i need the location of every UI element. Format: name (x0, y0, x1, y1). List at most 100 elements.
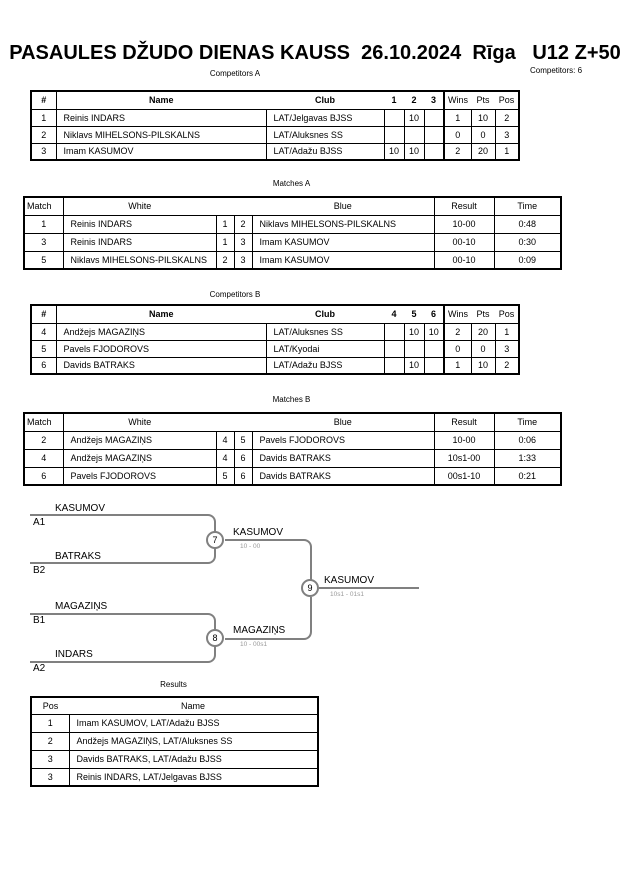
bracket-winner-9: KASUMOV (324, 575, 375, 586)
bracket-connector-winner7 (225, 539, 312, 580)
header-blue: Blue (252, 413, 434, 432)
table-row: 5 Pavels FJODOROVS LAT/Kyodai 0 0 3 (30, 339, 520, 358)
cell-name: Imam KASUMOV, LAT/Adažu BJSS (68, 713, 319, 733)
cell-blue-num: 6 (233, 448, 253, 468)
header-white: White (63, 413, 216, 432)
cell-pts: 20 (470, 322, 496, 341)
cell-r1 (383, 125, 405, 144)
match-circle-9: 9 (301, 579, 319, 597)
cell-club: LAT/Kyodai (265, 339, 385, 358)
cell-club: LAT/Aluksnes SS (265, 125, 385, 144)
cell-num: 5 (30, 339, 57, 358)
bracket-final-line (319, 587, 419, 589)
cell-white-num: 4 (215, 448, 235, 468)
bracket-connector-winner8 (225, 597, 312, 640)
table-row: 2 Andžejs MAGAZIŅS, LAT/Aluksnes SS (30, 731, 319, 751)
cell-num: 2 (30, 125, 57, 144)
cell-pos: 3 (494, 339, 520, 358)
results-table: Pos Name 1 Imam KASUMOV, LAT/Adažu BJSS … (30, 696, 319, 787)
cell-name: Davids BATRAKS (55, 356, 267, 375)
cell-pos: 2 (30, 731, 70, 751)
table-row: 1 Reinis INDARS 1 2 Niklavs MIHELSONS-PI… (23, 214, 562, 234)
cell-match: 4 (23, 448, 64, 468)
cell-num: 4 (30, 322, 57, 341)
cell-white-num: 2 (215, 250, 235, 270)
cell-blue-num: 3 (233, 232, 253, 252)
header-r3: 3 (424, 91, 444, 110)
cell-pos: 1 (30, 713, 70, 733)
page-title: PASAULES DŽUDO DIENAS KAUSS 26.10.2024 R… (9, 42, 621, 64)
bracket-player-a1: KASUMOV (55, 503, 106, 514)
cell-name: Andžejs MAGAZIŅS, LAT/Aluksnes SS (68, 731, 319, 751)
header-match: Match (24, 197, 64, 216)
cell-r3: 10 (423, 322, 445, 341)
cell-white: Andžejs MAGAZIŅS (62, 430, 217, 450)
cell-pos: 2 (494, 356, 520, 375)
cell-time: 0:30 (493, 232, 562, 252)
cell-result: 10-00 (433, 430, 495, 450)
cell-blue-num: 2 (233, 214, 253, 234)
cell-pos: 3 (30, 749, 70, 769)
header-r1: 1 (384, 91, 404, 110)
table-row: 3 Reinis INDARS, LAT/Jelgavas BJSS (30, 767, 319, 787)
header-wins: Wins (443, 91, 471, 110)
bracket-score-7: 10 - 00 (240, 543, 261, 550)
table-row: 3 Imam KASUMOV LAT/Adažu BJSS 10 10 2 20… (30, 142, 520, 161)
header-pts: Pts (471, 91, 495, 110)
cell-blue: Pavels FJODOROVS (251, 430, 435, 450)
table-row: 4 Andžejs MAGAZIŅS 4 6 Davids BATRAKS 10… (23, 448, 562, 468)
cell-result: 00s1-10 (433, 466, 495, 486)
competitors-count: Competitors: 6 (530, 66, 583, 75)
table-header-row: # Name Club 4 5 6 Wins Pts Pos (31, 305, 519, 324)
table-header-row: Match White Blue Result Time (24, 197, 561, 216)
cell-pos: 2 (494, 108, 520, 127)
cell-pos: 3 (30, 767, 70, 787)
cell-blue-num: 5 (233, 430, 253, 450)
cell-pts: 0 (470, 125, 496, 144)
cell-r1 (383, 108, 405, 127)
header-result: Result (433, 413, 495, 432)
matches-a-table: Match White Blue Result Time 1 Reinis IN… (23, 196, 562, 270)
bracket-seed-a1: A1 (33, 517, 46, 528)
header-num: # (31, 305, 57, 324)
cell-r2: 10 (403, 356, 425, 375)
cell-r2: 10 (403, 322, 425, 341)
header-name: Name (69, 697, 318, 715)
matches-a-label: Matches A (272, 179, 311, 188)
cell-r1 (383, 356, 405, 375)
cell-result: 00-10 (433, 232, 495, 252)
table-row: 1 Imam KASUMOV, LAT/Adažu BJSS (30, 713, 319, 733)
cell-result: 10-00 (433, 214, 495, 234)
cell-white: Niklavs MIHELSONS-PILSKALNS (62, 250, 217, 270)
cell-white: Andžejs MAGAZIŅS (62, 448, 217, 468)
bracket-score-9: 10s1 - 01s1 (330, 591, 364, 598)
table-row: 3 Davids BATRAKS, LAT/Adažu BJSS (30, 749, 319, 769)
bracket-winner-7: KASUMOV (233, 527, 284, 538)
cell-num: 1 (30, 108, 57, 127)
match-circle-7: 7 (206, 531, 224, 549)
table-header-row: Match White Blue Result Time (24, 413, 561, 432)
cell-r1 (383, 339, 405, 358)
header-white: White (63, 197, 216, 216)
cell-match: 2 (23, 430, 64, 450)
bracket-player-b1: MAGAZIŅS (55, 601, 108, 612)
cell-white-num: 5 (215, 466, 235, 486)
bracket-score-8: 10 - 00s1 (240, 641, 268, 648)
header-blue: Blue (252, 197, 434, 216)
cell-num: 6 (30, 356, 57, 375)
cell-time: 0:06 (493, 430, 562, 450)
match-circle-8: 8 (206, 629, 224, 647)
competitors-b-table: # Name Club 4 5 6 Wins Pts Pos 4 Andžejs… (30, 304, 520, 375)
bracket-winner-8: MAGAZIŅS (233, 625, 286, 636)
cell-name: Imam KASUMOV (55, 142, 267, 161)
table-row: 4 Andžejs MAGAZIŅS LAT/Aluksnes SS 10 10… (30, 322, 520, 341)
header-club: Club (266, 91, 384, 110)
cell-name: Niklavs MIHELSONS-PILSKALNS (55, 125, 267, 144)
table-row: 3 Reinis INDARS 1 3 Imam KASUMOV 00-10 0… (23, 232, 562, 252)
cell-wins: 0 (443, 339, 472, 358)
table-row: 6 Pavels FJODOROVS 5 6 Davids BATRAKS 00… (23, 466, 562, 486)
cell-blue-num: 3 (233, 250, 253, 270)
cell-result: 10s1-00 (433, 448, 495, 468)
matches-b-table: Match White Blue Result Time 2 Andžejs M… (23, 412, 562, 486)
header-r1: 4 (384, 305, 404, 324)
